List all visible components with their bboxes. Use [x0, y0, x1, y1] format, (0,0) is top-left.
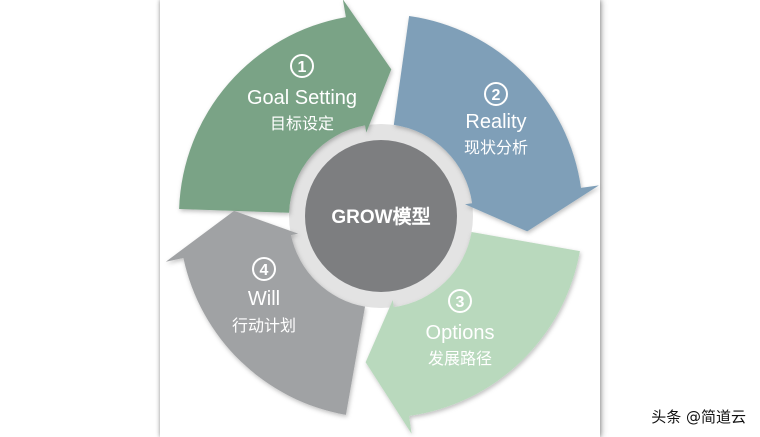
segment-number: 4	[260, 262, 269, 279]
segment-goal-labels: 1 Goal Setting 目标设定	[247, 54, 357, 133]
watermark: 头条 @简道云	[651, 408, 746, 426]
center-circle	[305, 140, 457, 292]
number-badge-2	[484, 82, 508, 106]
segment-title: Reality	[465, 111, 526, 133]
number-badge-4	[252, 257, 276, 281]
segment-options-labels: 3 Options 发展路径	[426, 289, 495, 368]
segment-number: 3	[456, 294, 465, 311]
number-badge-1	[290, 54, 314, 78]
segment-will	[165, 210, 365, 415]
segment-subtitle: 目标设定	[270, 114, 334, 133]
segment-reality-labels: 2 Reality 现状分析	[464, 82, 528, 157]
segment-goal-setting	[179, 0, 392, 213]
segment-subtitle: 现状分析	[464, 138, 528, 157]
segment-number: 2	[492, 87, 501, 104]
segment-subtitle: 发展路径	[428, 349, 492, 368]
segment-options	[365, 232, 580, 434]
number-badge-3	[448, 289, 472, 313]
segment-number: 1	[298, 59, 307, 76]
segment-title: Goal Setting	[247, 87, 357, 109]
segment-will-labels: 4 Will 行动计划	[232, 257, 296, 335]
segment-reality	[393, 16, 599, 232]
segment-title: Options	[426, 322, 495, 344]
center-label: GROW模型	[331, 205, 430, 228]
segment-title: Will	[248, 288, 280, 310]
segment-subtitle: 行动计划	[232, 316, 296, 335]
